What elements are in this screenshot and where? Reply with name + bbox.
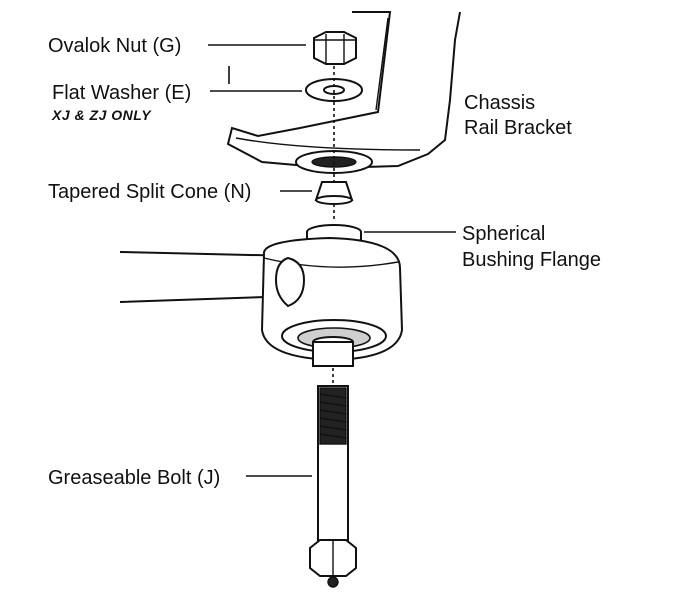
label-chassis-line1: Chassis	[464, 92, 535, 114]
control-arm-bushing	[119, 236, 404, 362]
label-split-cone: Tapered Split Cone (N)	[48, 181, 251, 203]
label-flange-line2: Bushing Flange	[462, 249, 601, 271]
greaseable-bolt	[309, 336, 357, 588]
ovalok-nut	[313, 31, 357, 65]
label-ovalok-nut: Ovalok Nut (G)	[48, 35, 181, 57]
tapered-split-cone	[314, 181, 354, 205]
label-washer-note: XJ & ZJ ONLY	[51, 107, 152, 123]
label-chassis-line2: Rail Bracket	[464, 117, 572, 139]
label-bolt: Greaseable Bolt (J)	[48, 467, 220, 489]
label-flange-line1: Spherical	[462, 223, 545, 245]
label-flat-washer: Flat Washer (E)	[52, 82, 191, 104]
